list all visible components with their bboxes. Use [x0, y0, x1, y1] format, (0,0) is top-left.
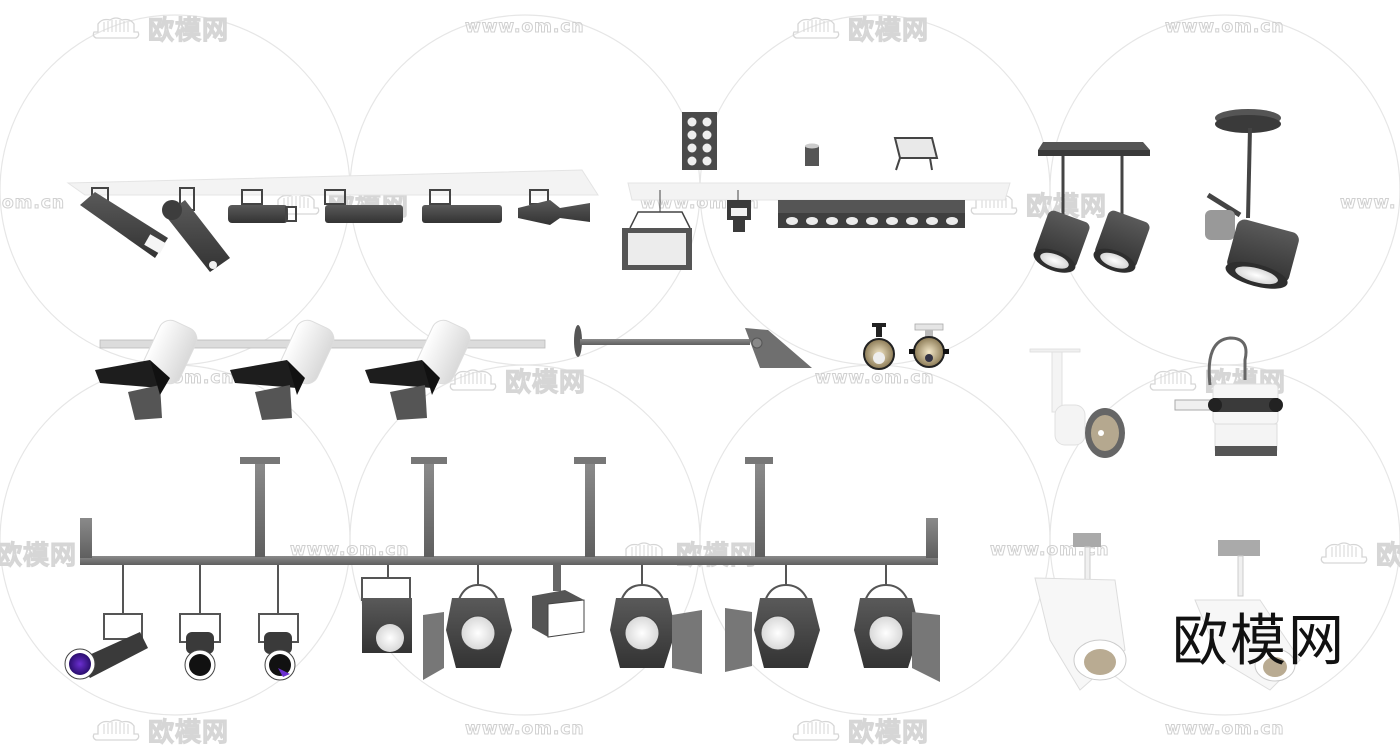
hanging-flood-panel	[622, 190, 692, 270]
single-ceiling-spotlight	[1205, 109, 1299, 289]
sofa-logo-icon	[92, 718, 140, 741]
gold-spot-2	[909, 323, 949, 368]
mini-fresnel	[727, 190, 751, 232]
watermark-url: www.om.cn	[465, 17, 585, 38]
white-track-spotlights-large	[1034, 533, 1301, 691]
white-spot-cup	[1029, 348, 1125, 458]
sofa-logo-icon	[792, 718, 840, 741]
wall-arm-floodlight	[574, 325, 812, 368]
watermark-url: www.om.cn	[815, 368, 935, 389]
small-flood-panel	[893, 137, 939, 171]
sofa-logo-icon	[792, 16, 840, 39]
profile-spot-5	[422, 189, 502, 223]
truss-hanger	[411, 457, 447, 557]
box-floodlight	[361, 565, 412, 653]
double-ceiling-spotlight	[1033, 142, 1150, 273]
fresnel-4	[854, 565, 940, 682]
barndoor-spot-2	[230, 319, 335, 420]
sofa-logo-icon	[1320, 541, 1368, 564]
profile-spot-4	[324, 189, 403, 223]
watermark-logo: 欧模网	[1318, 535, 1400, 572]
linear-led-bar	[778, 200, 965, 228]
fresnel-1	[423, 565, 512, 680]
fresnel-3	[725, 565, 820, 672]
led-panel-8	[682, 112, 717, 170]
watermark-logo-partial: 欧模网	[0, 541, 78, 572]
watermark-url: www.om.cn	[1165, 719, 1285, 740]
white-track-spots	[1029, 336, 1283, 458]
ceiling-profile-spotlights	[66, 169, 599, 272]
large-white-spot-1	[1034, 533, 1127, 691]
par-purple	[258, 565, 299, 681]
sofa-logo-icon	[92, 16, 140, 39]
sofa-logo-icon	[449, 368, 497, 391]
ellipsoidal-purple	[64, 565, 148, 680]
profile-spot-1	[80, 187, 168, 258]
truss-hanger	[745, 457, 773, 557]
large-white-spot-2	[1194, 540, 1301, 691]
watermark-url: www.om.cn	[1165, 17, 1285, 38]
watermark-logo: 欧模网	[790, 10, 929, 47]
watermark-url: www.om.cn	[465, 719, 585, 740]
profile-spot-2	[162, 187, 230, 272]
brand-watermark-text: 欧模网	[1172, 609, 1346, 674]
small-can-light	[805, 143, 819, 166]
par-black	[179, 565, 221, 681]
white-spot-cylinder	[1174, 336, 1283, 456]
watermark-url: www.om.cn	[290, 540, 410, 561]
sofa-logo-icon	[1149, 368, 1197, 391]
watermark-url-partial: om.cn	[1, 193, 66, 214]
watermark-logo: 欧模网	[447, 362, 586, 399]
profile-spot-6	[518, 189, 590, 225]
profile-spot-3	[228, 189, 297, 223]
truss-hanger	[240, 457, 280, 557]
stage-truss-lights	[64, 457, 940, 682]
watermark-logo: 欧模网	[90, 10, 229, 47]
cube-light	[532, 563, 585, 638]
gold-spot-1	[863, 323, 895, 370]
mini-gold-spotlights	[863, 323, 949, 370]
ceiling-panel-fixtures	[622, 112, 1011, 270]
barndoor-spot-3	[365, 319, 471, 420]
truss-hanger	[574, 457, 606, 557]
barndoor-spot-1	[95, 319, 198, 420]
watermark-url-partial: www.	[1340, 193, 1397, 214]
track-barndoor-spotlights	[95, 319, 546, 420]
fresnel-2	[610, 565, 702, 674]
